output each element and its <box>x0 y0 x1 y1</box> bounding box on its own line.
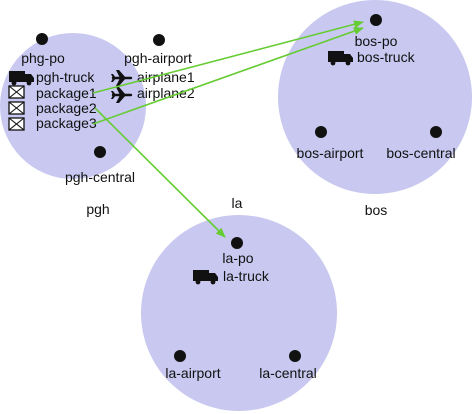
object-airplane1: airplane1 <box>109 68 195 88</box>
location-label: pgh-central <box>65 169 135 185</box>
location-bos-central: bos-central <box>386 126 456 161</box>
location-dot <box>231 237 243 249</box>
location-label: bos-central <box>386 145 455 161</box>
object-label: bos-truck <box>357 49 416 65</box>
object-package3: package3 <box>8 115 97 131</box>
object-bos-truck: bos-truck <box>328 49 416 66</box>
package-icon <box>8 101 25 115</box>
location-phg-po: phg-po <box>21 33 65 66</box>
object-label: airplane2 <box>137 85 195 101</box>
location-dot <box>289 350 301 362</box>
location-bos-airport: bos-airport <box>297 126 364 161</box>
city-la: la <box>141 195 337 411</box>
location-pgh-central: pgh-central <box>65 146 135 185</box>
object-label: airplane1 <box>137 69 195 85</box>
location-dot <box>153 34 165 46</box>
location-dot <box>36 33 48 45</box>
city-bos-label: bos <box>365 202 388 218</box>
object-pgh-truck: pgh-truck <box>9 69 95 86</box>
location-dot <box>315 126 327 138</box>
location-label: bos-po <box>355 33 398 49</box>
object-label: package2 <box>36 100 97 116</box>
location-label: phg-po <box>21 50 65 66</box>
object-package1: package1 <box>8 85 97 101</box>
location-dot <box>174 350 186 362</box>
package-icon <box>8 117 25 131</box>
object-package2: package2 <box>8 100 97 116</box>
arrow-package1-to-bos-po <box>92 20 364 94</box>
arrow-package3-to-bos-po <box>92 27 364 125</box>
arrows <box>92 20 364 238</box>
city-bos-area <box>278 0 472 194</box>
location-label: pgh-airport <box>124 50 192 66</box>
city-pgh-area <box>0 33 146 179</box>
city-bos: bos <box>278 0 472 218</box>
location-la-central: la-central <box>259 350 317 381</box>
object-label: pgh-truck <box>36 69 95 85</box>
city-pgh-label: pgh <box>86 201 109 217</box>
object-label: package1 <box>36 85 97 101</box>
location-dot <box>430 126 442 138</box>
location-label: la-central <box>259 365 317 381</box>
object-label: la-truck <box>223 268 270 284</box>
arrow-package2-to-la-po <box>94 107 226 238</box>
city-la-label: la <box>232 195 243 211</box>
location-label: bos-airport <box>297 145 364 161</box>
location-la-airport: la-airport <box>165 350 221 381</box>
object-airplane2: airplane2 <box>109 85 195 105</box>
location-label: la-airport <box>165 365 220 381</box>
city-la-area <box>141 215 337 411</box>
location-dot <box>94 146 106 158</box>
city-pgh: pgh <box>0 33 146 217</box>
location-bos-po: bos-po <box>355 14 398 49</box>
location-pgh-airport: pgh-airport <box>124 34 192 66</box>
location-label: la-po <box>222 250 253 266</box>
location-la-po: la-po <box>222 237 254 266</box>
package-icon <box>8 85 25 99</box>
object-la-truck: la-truck <box>193 268 270 285</box>
location-dot <box>370 14 382 26</box>
object-label: package3 <box>36 115 97 131</box>
